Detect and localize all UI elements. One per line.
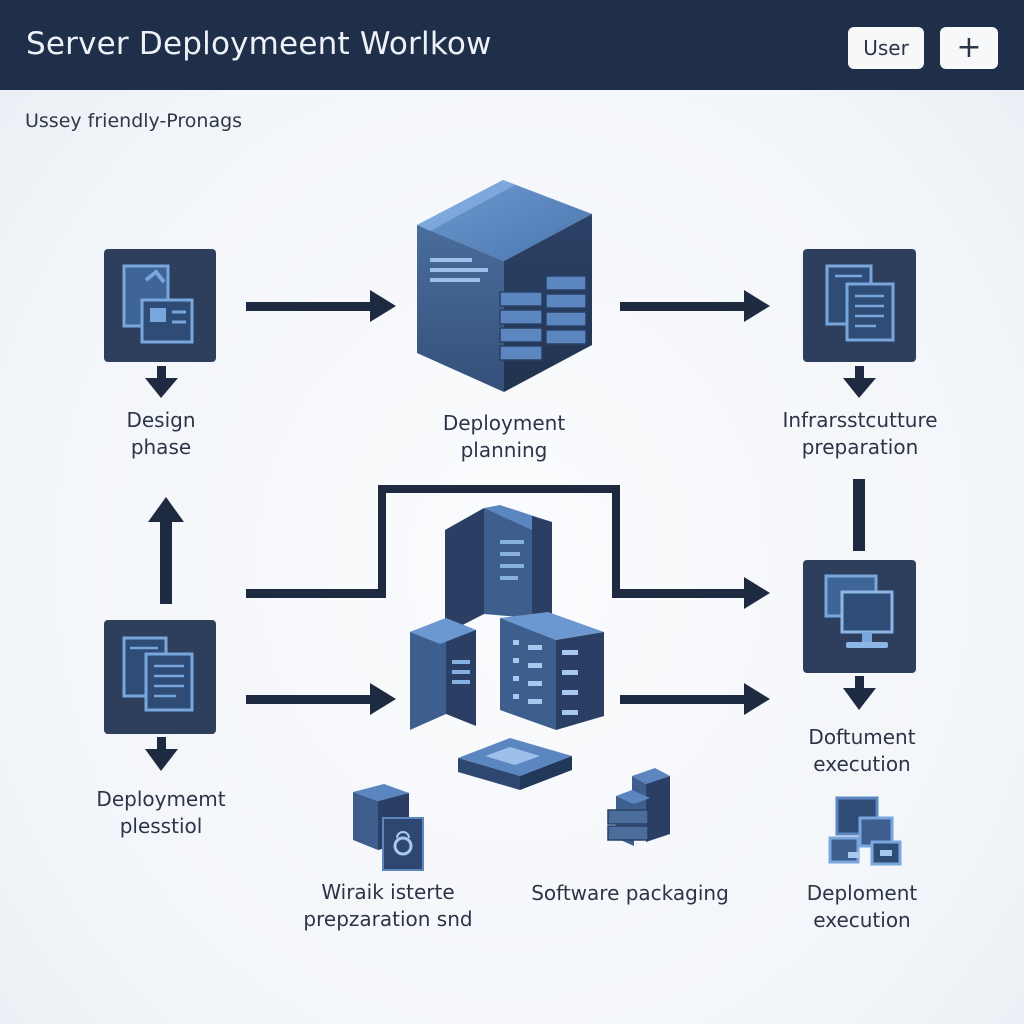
label-deployment-planning: Deployment planning [404, 410, 604, 464]
server-lock-icon[interactable] [353, 784, 424, 871]
add-button[interactable]: + [940, 27, 998, 69]
documents-icon [825, 264, 895, 342]
label-infra-preparation: Infrarsstcutture preparation [770, 407, 950, 461]
label-line-2: execution [813, 908, 911, 932]
platform-slab [458, 738, 572, 790]
arrow-execution-down [843, 676, 876, 710]
arrow-design-to-planning [246, 290, 396, 322]
monitors-icon[interactable] [828, 796, 902, 866]
subtitle: Ussey friendly-Pronags [25, 110, 243, 132]
deployment-plan-box[interactable] [104, 620, 216, 734]
arrow-up-to-design [148, 497, 184, 604]
arrow-planning-to-infra [620, 290, 770, 322]
documents-icon [122, 636, 194, 712]
arrow-design-down [145, 366, 178, 398]
label-execution-2: Deploment execution [782, 880, 942, 934]
design-phase-box[interactable] [104, 249, 216, 362]
design-documents-icon [122, 264, 194, 344]
label-line-1: Deploymemt [96, 787, 226, 811]
label-line-1: Doftument [808, 725, 916, 749]
execution-box[interactable] [803, 560, 916, 673]
server-cube-icon[interactable] [417, 180, 592, 392]
label-line-1: Deploment [806, 881, 918, 905]
monitor-icon [824, 574, 894, 648]
label-line-2: preparation [801, 435, 919, 459]
infra-preparation-box[interactable] [803, 249, 916, 362]
label-line-2: plesstiol [119, 814, 203, 838]
label-line-1: Design [126, 408, 196, 432]
arrow-routed-over-packaging [246, 485, 770, 609]
label-line-2: planning [460, 438, 548, 462]
connector-infra-to-execution [853, 479, 865, 551]
connectors [145, 290, 876, 771]
arrow-infra-down [843, 366, 876, 398]
label-software-packaging: Software packaging [520, 880, 740, 907]
header-bar: Server Deploymeent Worlkow User + [0, 0, 1024, 90]
arrow-packaging-to-execution [620, 683, 770, 715]
user-button[interactable]: User [848, 27, 924, 69]
label-environment-preparation: Wiraik isterte prepzaration snd [290, 879, 486, 933]
arrow-plan2-to-packaging [246, 683, 396, 715]
label-line-1: Wiraik isterte [321, 880, 455, 904]
label-line-2: phase [130, 435, 192, 459]
arrow-plan2-down [145, 737, 178, 771]
label-line-2: prepzaration snd [303, 907, 473, 931]
label-line-1: Infrarsstcutture [782, 408, 938, 432]
page-title: Server Deploymeent Worlkow [26, 26, 492, 62]
label-line-1: Deployment [442, 411, 566, 435]
label-line-1: Software packaging [531, 881, 729, 905]
server-stack-icon[interactable] [410, 505, 604, 790]
label-line-2: execution [813, 752, 911, 776]
label-execution-1: Doftument execution [782, 724, 942, 778]
label-deployment-plan: Deploymemt plesstiol [76, 786, 246, 840]
drive-stack [499, 275, 587, 361]
label-design-phase: Design phase [91, 407, 231, 461]
packaging-stack-icon[interactable] [607, 768, 670, 846]
